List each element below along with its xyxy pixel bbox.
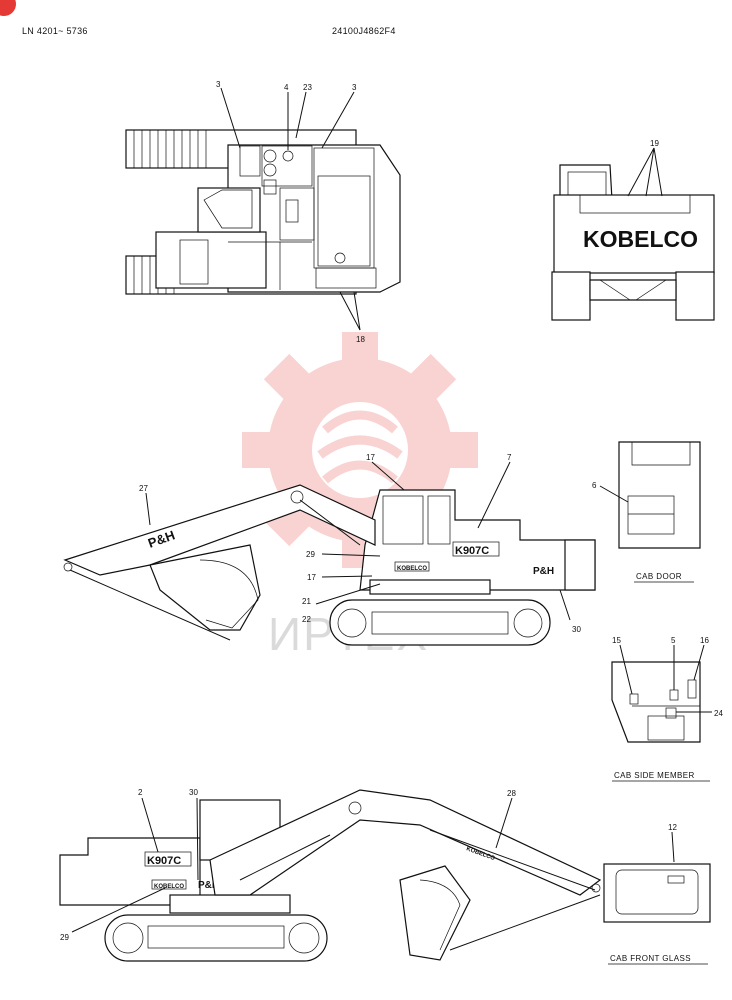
callout-30: 30 [572, 625, 581, 634]
side-model-decal: K907C [455, 545, 489, 557]
callout-12: 12 [668, 823, 677, 832]
callout-7: 7 [507, 453, 512, 462]
caption-cab-side-member: CAB SIDE MEMBER [614, 771, 695, 780]
callout-15: 15 [612, 636, 621, 645]
caption-cab-front-glass: CAB FRONT GLASS [610, 954, 691, 963]
callout-17: 17 [366, 453, 375, 462]
callout-22: 22 [302, 615, 311, 624]
callout-17-lower: 17 [307, 573, 316, 582]
side-view: KOBELCO K907C P&H P&H [63, 484, 596, 646]
callout-2: 2 [138, 788, 143, 797]
bottom-side-view: K907C KOBELCO P&H KOBELCO [59, 789, 602, 962]
callout-24: 24 [714, 709, 723, 718]
callout-6: 6 [592, 481, 597, 490]
callout-19: 19 [650, 139, 659, 148]
cab-door-detail: 6 CAB DOOR [592, 441, 701, 583]
side-maker-decal: P&H [533, 566, 554, 577]
top-view-callouts: 3 4 23 3 18 [216, 80, 365, 344]
header-part-number: 24100J4862F4 [332, 26, 396, 36]
rear-view: KOBELCO [551, 164, 715, 321]
corner-badge [0, 0, 16, 16]
caption-cab-door: CAB DOOR [636, 572, 682, 581]
callout-4: 4 [284, 83, 289, 92]
callout-23: 23 [303, 83, 312, 92]
rear-kobelco-logo: KOBELCO [583, 226, 698, 252]
callout-16: 16 [700, 636, 709, 645]
callout-21: 21 [302, 597, 311, 606]
top-view [125, 129, 401, 295]
cab-front-glass-detail: 12 CAB FRONT GLASS [603, 823, 711, 965]
callout-18: 18 [356, 335, 365, 344]
rear-view-callouts: 19 [627, 139, 663, 197]
callout-30-bottom: 30 [189, 788, 198, 797]
header-left-range: LN 4201~ 5736 [22, 26, 88, 36]
callout-28: 28 [507, 789, 516, 798]
side-small-logo: KOBELCO [397, 566, 427, 572]
bottom-maker-decal: P&H [198, 880, 219, 891]
side-view-callouts: 27 17 7 29 17 21 22 30 [139, 453, 581, 634]
callout-27: 27 [139, 484, 148, 493]
callout-5: 5 [671, 636, 676, 645]
callout-3: 3 [216, 80, 221, 89]
bottom-model-decal: K907C [147, 855, 181, 867]
bottom-small-logo: KOBELCO [154, 884, 184, 890]
callout-29: 29 [306, 550, 315, 559]
callout-3-right: 3 [352, 83, 357, 92]
callout-29-bottom: 29 [60, 933, 69, 942]
cab-side-member-detail: 15 5 16 24 CAB SIDE MEMBER [611, 636, 723, 782]
bottom-side-view-callouts: 2 30 28 29 [60, 788, 516, 942]
